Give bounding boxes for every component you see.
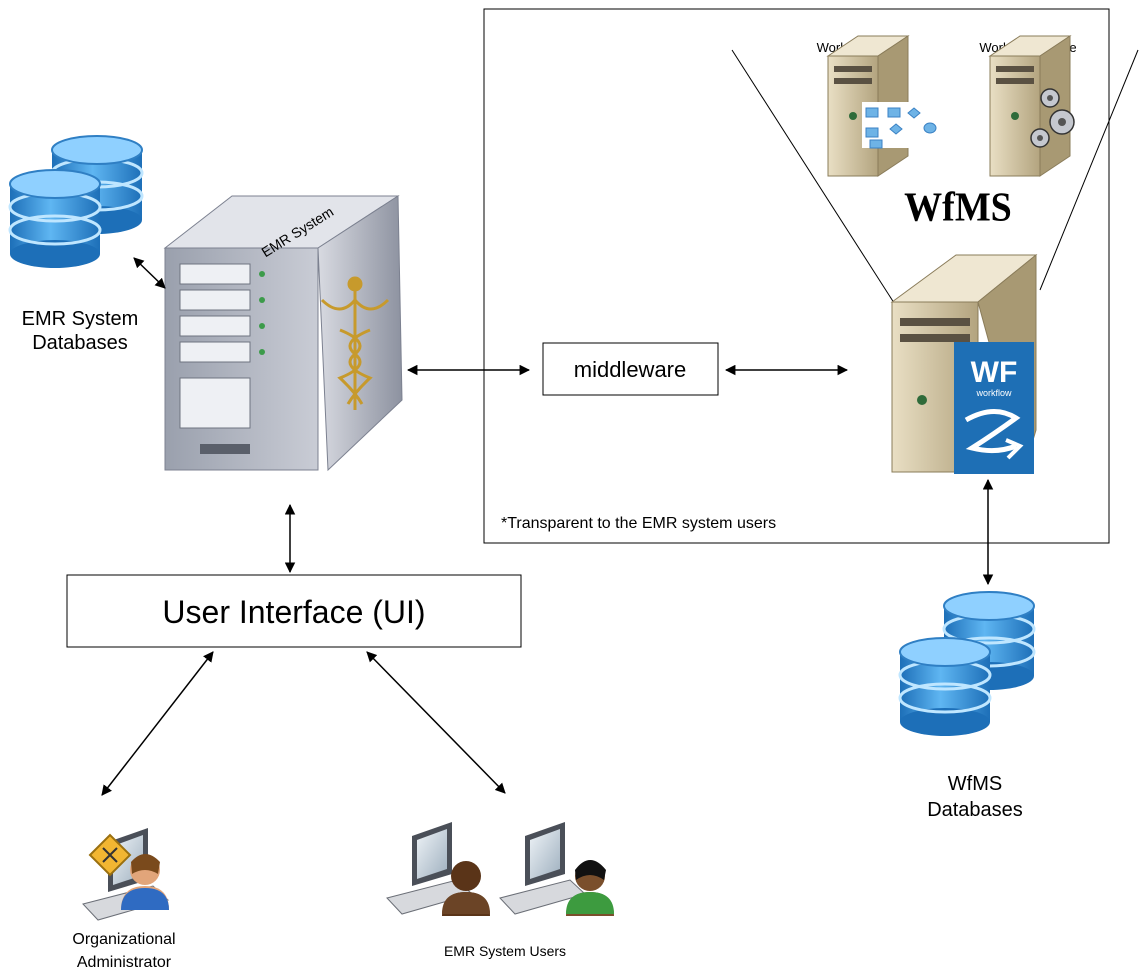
workflow-editor-icon [827,35,940,177]
administrator-icon [82,827,169,921]
zoom-line-left [731,49,897,307]
admin-label-line2: Administrator [77,954,172,971]
wfms-database-icon [898,590,1036,738]
arrow-ui-admin [101,651,214,796]
wf-logo-icon: WF workflow [954,342,1034,474]
emr-users-label: EMR System Users [444,943,566,959]
zoom-line-right [1039,49,1139,291]
caduceus-icon [320,276,390,410]
wfms-boundary-box [483,8,1110,544]
transparent-note: *Transparent to the EMR system users [501,515,776,532]
emr-server-icon [163,195,403,472]
wfms-title: WfMS [904,184,1012,230]
user-interface-box [66,574,522,648]
workflow-engine-icon [989,35,1075,177]
wf-logo-subtext: workflow [975,388,1012,398]
wf-logo-text: WF [971,356,1018,389]
arrow-emrdb-emr [133,257,166,289]
emr-database-icon [8,134,144,270]
emr-users-icon [386,821,614,916]
user-interface-label: User Interface (UI) [162,594,425,630]
wfms-db-label-line2: Databases [927,799,1023,821]
wfms-db-label-line1: WfMS [948,773,1002,795]
middleware-label: middleware [574,357,687,382]
middleware-box [542,342,719,396]
arrow-ui-users [366,651,506,794]
emr-db-label-line1: EMR System [22,308,139,330]
admin-label-line1: Organizational [72,931,175,948]
emr-db-label-line2: Databases [32,332,128,354]
